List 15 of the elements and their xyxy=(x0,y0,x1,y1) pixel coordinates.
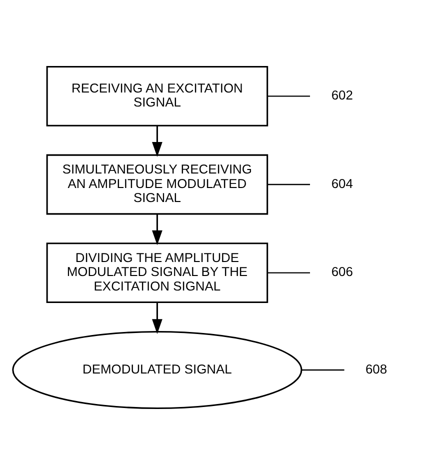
node-text: 606 xyxy=(331,264,353,279)
arrow xyxy=(152,302,162,334)
node-box: RECEIVING AN EXCITATION SIGNAL xyxy=(46,65,268,126)
node-box: SIMULTANEOUSLY RECEIVING AN AMPLITUDE MODULATED SIGNAL xyxy=(46,154,268,214)
node-ellipse: DEMODULATED SIGNAL xyxy=(12,330,302,409)
connector xyxy=(267,183,310,185)
connector xyxy=(267,272,310,273)
arrow xyxy=(152,214,162,245)
connector xyxy=(302,368,344,370)
node-text: 602 xyxy=(331,86,353,102)
arrow xyxy=(152,125,162,156)
node-box: DIVIDING THE AMPLITUDE MODULATED SIGNAL BY THE EXCITATION SIGNAL xyxy=(46,242,268,303)
node-text: 608 xyxy=(365,360,388,376)
node-text: 604 xyxy=(331,175,353,190)
connector xyxy=(267,95,310,96)
